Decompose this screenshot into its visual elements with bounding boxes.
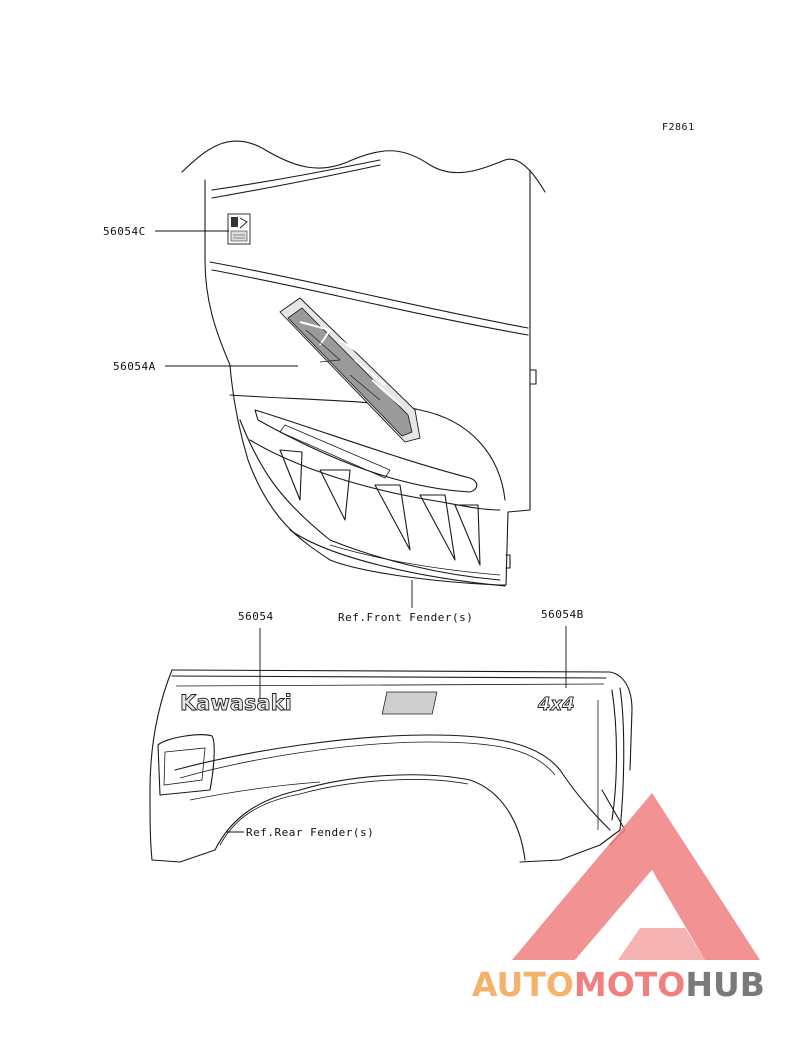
label-56054c: 56054C [103,225,146,238]
svg-text:4x4: 4x4 [537,694,575,715]
front-fender [181,140,546,587]
watermark-logo [512,793,760,960]
decal-56054c [227,213,251,245]
kawasaki-decal: Kawasaki [180,691,292,715]
figure-code: F2861 [662,122,695,133]
label-56054: 56054 [238,610,274,623]
decal-56054a [279,297,421,443]
watermark-text: AUTOMOTOHUB [472,965,765,1004]
label-56054a: 56054A [113,360,156,373]
label-ref-rear-fender: Ref.Rear Fender(s) [246,826,374,839]
four-by-four-decal: 4x4 [381,691,575,715]
label-56054b: 56054B [541,608,584,621]
rear-fender [149,669,633,863]
label-ref-front-fender: Ref.Front Fender(s) [338,611,473,624]
